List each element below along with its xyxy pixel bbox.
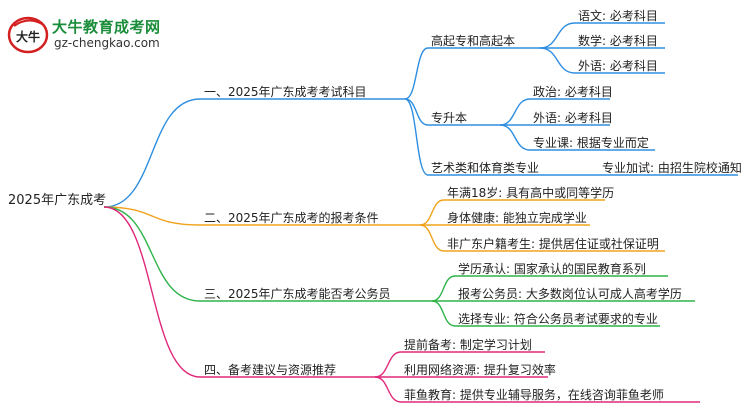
logo-badge-icon: 大牛 — [7, 16, 49, 54]
logo-badge-text: 大牛 — [16, 29, 40, 44]
logo-title: 大牛教育成考网 — [52, 18, 161, 36]
b1-group-2-connector — [404, 98, 429, 126]
branch-2-label: 二、2025年广东成考的报考条件 — [204, 211, 379, 225]
branch-3-label: 三、2025年广东成考能否考公务员 — [204, 287, 391, 301]
b3-leaf-1-connector — [431, 275, 456, 302]
b1-g1-leaf-3: 外语: 必考科目 — [578, 59, 658, 73]
root-node: 2025年广东成考 — [8, 193, 107, 208]
b2-leaf-1: 年满18岁: 具有高中或同等学历 — [447, 186, 615, 200]
b1-g2-leaf-1: 政治: 必考科目 — [533, 85, 613, 99]
b1-group-3-connector — [404, 98, 429, 176]
b1-g1-leaf-3-connector — [539, 47, 576, 74]
b3-leaf-3-connector — [431, 300, 456, 327]
b4-leaf-3: 菲鱼教育: 提供专业辅导服务，在线咨询菲鱼老师 — [404, 388, 664, 402]
branch-1-connector — [103, 98, 201, 208]
logo-url: gz-chengkao.com — [54, 36, 160, 50]
b1-g1-leaf-1: 语文: 必考科目 — [578, 9, 658, 23]
branch-3-connector — [103, 206, 201, 302]
site-logo: 大牛 大牛教育成考网 gz-chengkao.com — [6, 14, 196, 54]
branch-4-label: 四、备考建议与资源推荐 — [204, 363, 337, 377]
b1-g2-leaf-2: 外语: 必考科目 — [533, 111, 613, 125]
b4-leaf-2: 利用网络资源: 提升复习效率 — [404, 363, 556, 377]
b1-g2-leaf-1-connector — [499, 98, 531, 126]
b3-leaf-2: 报考公务员: 大多数岗位认可成人高考学历 — [458, 287, 682, 301]
b1-g1-leaf-2: 数学: 必考科目 — [578, 34, 658, 48]
b1-g2-leaf-3-connector — [499, 124, 531, 151]
b2-leaf-3: 非广东户籍考生: 提供居住证或社保证明 — [447, 237, 659, 251]
b4-leaf-1-connector — [374, 351, 402, 378]
b1-group-1-connector — [404, 47, 429, 100]
b1-g1-leaf-1-connector — [539, 22, 576, 49]
b1-group-3: 艺术类和体育类专业 — [431, 161, 540, 175]
branch-1-label: 一、2025年广东成考考试科目 — [204, 85, 367, 99]
b1-g3-leaf-1: 专业加试: 由招生院校通知 — [602, 161, 742, 175]
branch-4-connector — [103, 206, 201, 378]
branch-2-connector — [103, 206, 201, 226]
b1-g2-leaf-3: 专业课: 根据专业而定 — [533, 136, 649, 150]
b1-group-1: 高起专和高起本 — [431, 34, 516, 48]
b4-leaf-3-connector — [374, 376, 402, 403]
b2-leaf-1-connector — [419, 199, 445, 226]
b4-leaf-1: 提前备考: 制定学习计划 — [404, 338, 532, 352]
b1-group-2: 专升本 — [431, 111, 468, 125]
b3-leaf-1: 学历承认: 国家承认的国民教育系列 — [458, 262, 646, 276]
b2-leaf-2: 身体健康: 能独立完成学业 — [447, 211, 587, 225]
b3-leaf-3: 选择专业: 符合公务员考试要求的专业 — [458, 312, 658, 326]
b2-leaf-3-connector — [419, 224, 445, 252]
